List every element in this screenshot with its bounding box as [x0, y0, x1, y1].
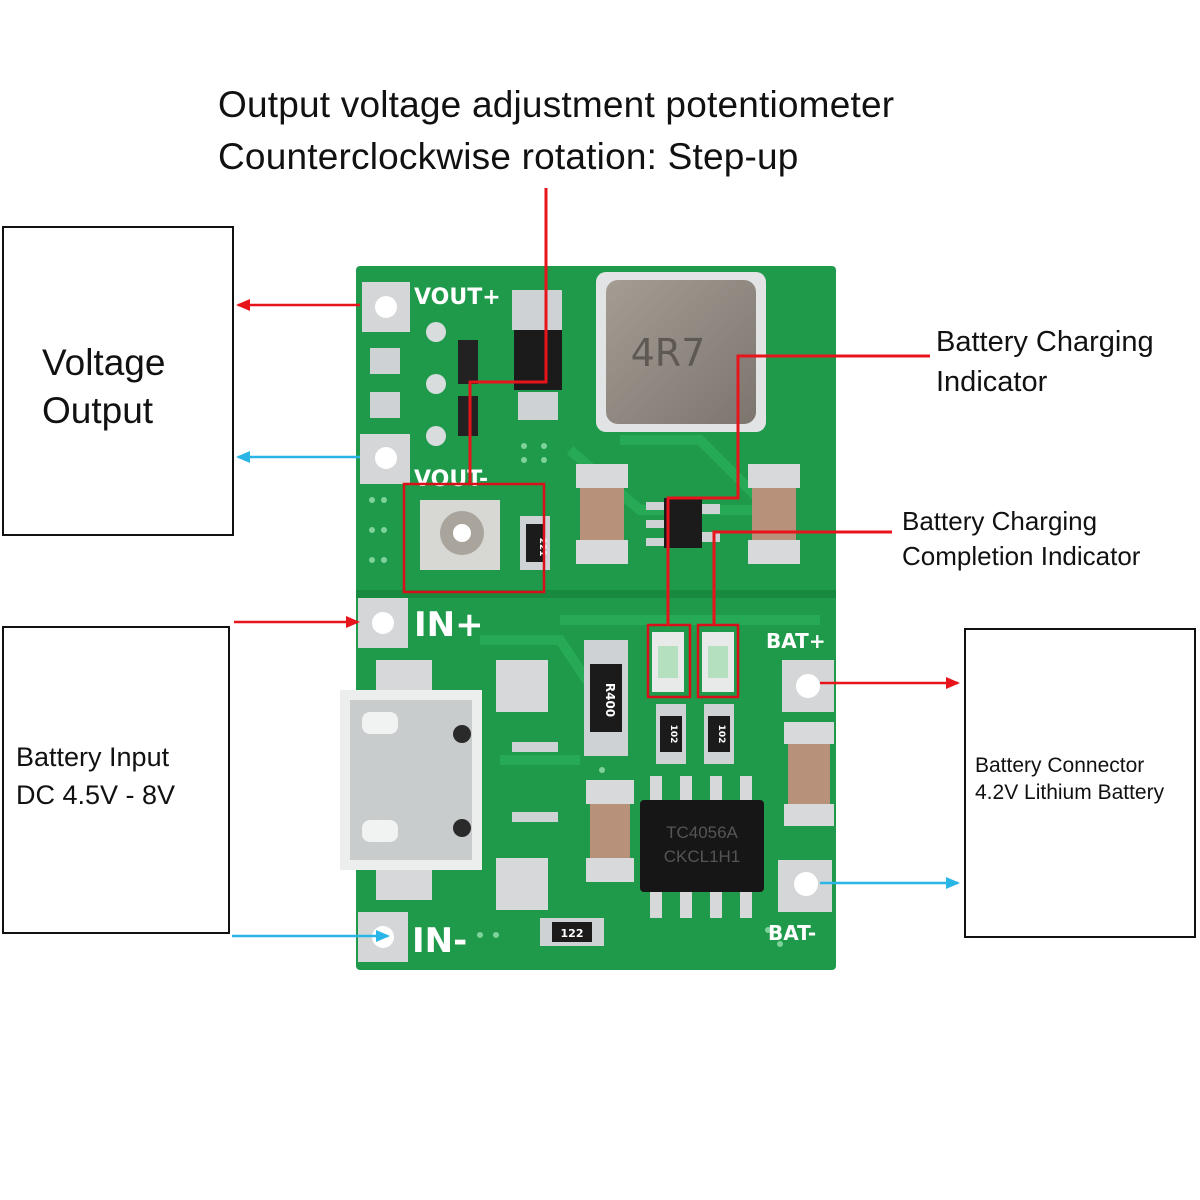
led-complete — [702, 632, 734, 692]
led-charging — [652, 632, 684, 692]
silk-bat-minus: BAT- — [768, 921, 816, 945]
chip-line-1: TC4056A — [666, 823, 738, 842]
resistor-r400-label: R400 — [603, 683, 617, 717]
inductor-code: 4R7 — [631, 331, 706, 375]
pad-bat-minus — [778, 860, 832, 912]
pad-bat-plus — [782, 660, 834, 712]
inductor: 4R7 — [596, 272, 766, 432]
schottky-diode — [512, 290, 562, 420]
pad-vout-minus — [360, 434, 410, 484]
chip-line-2: CKCL1H1 — [664, 847, 741, 866]
resistor-r400: R400 — [584, 640, 628, 756]
silk-bat-plus: BAT+ — [766, 629, 826, 653]
silk-vout-plus: VOUT+ — [414, 285, 501, 310]
silk-in-minus: IN- — [412, 921, 467, 961]
resistor-102a-label: 102 — [668, 725, 678, 744]
pad-in-plus — [358, 598, 408, 648]
resistor-122-label: 122 — [561, 927, 584, 940]
resistor-221-label: 221 — [537, 538, 547, 557]
resistor-102b-label: 102 — [716, 725, 726, 744]
silk-vout-minus: VOUT- — [414, 467, 488, 492]
pad-vout-plus — [362, 282, 410, 332]
silk-in-plus: IN+ — [414, 605, 484, 645]
